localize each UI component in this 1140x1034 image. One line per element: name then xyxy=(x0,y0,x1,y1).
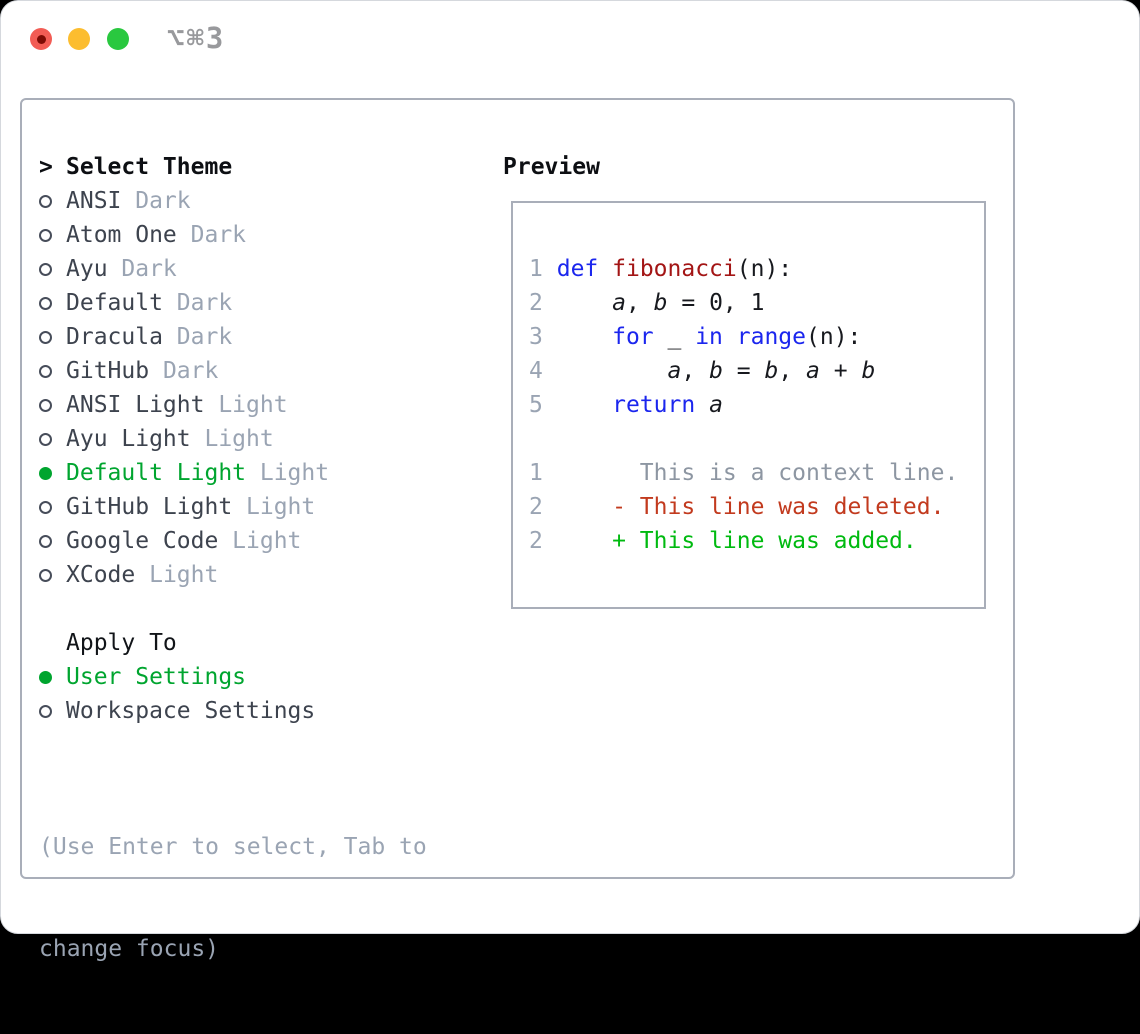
apply-to-title: Apply To xyxy=(66,630,177,656)
minimize-button[interactable] xyxy=(68,28,90,50)
radio-icon xyxy=(39,262,66,276)
theme-name: ANSI Light xyxy=(66,392,205,418)
close-button[interactable] xyxy=(30,28,52,50)
radio-icon xyxy=(39,568,66,582)
theme-variant: Light xyxy=(232,528,302,554)
radio-icon xyxy=(39,432,66,446)
theme-option-default-light[interactable]: Default Light Light xyxy=(39,456,489,490)
theme-option-github-light[interactable]: GitHub Light Light xyxy=(39,490,489,524)
hint-line-2: change focus) xyxy=(39,936,220,962)
radio-icon xyxy=(39,398,66,412)
theme-option-ayu-light[interactable]: Ayu Light Light xyxy=(39,422,489,456)
theme-option-ayu[interactable]: Ayu Dark xyxy=(39,252,489,286)
hint-line-1: (Use Enter to select, Tab to xyxy=(39,834,427,860)
code-preview: 1 def fibonacci(n): 2 a, b = 0, 1 3 for _ … xyxy=(529,252,958,558)
theme-variant: Dark xyxy=(190,222,247,248)
theme-option-ansi[interactable]: ANSI Dark xyxy=(39,184,489,218)
select-theme-title: Select Theme xyxy=(66,154,233,180)
apply-option-user-settings[interactable]: User Settings xyxy=(39,660,489,694)
apply-option-label: Workspace Settings xyxy=(66,698,316,724)
theme-name: Default Light xyxy=(66,460,247,486)
select-theme-header: > Select Theme xyxy=(39,150,489,184)
apply-option-label: User Settings xyxy=(66,664,247,690)
theme-option-atom-one[interactable]: Atom One Dark xyxy=(39,218,489,252)
radio-selected-icon xyxy=(39,466,66,480)
preview-box: 1 def fibonacci(n): 2 a, b = 0, 1 3 for _ … xyxy=(511,201,986,609)
diff-line-ctx: 1 This is a context line. xyxy=(529,460,959,486)
theme-name: Dracula xyxy=(66,324,163,350)
code-line: 3 for _ in range(n): xyxy=(529,324,862,350)
code-line: 2 a, b = 0, 1 xyxy=(529,290,765,316)
radio-icon xyxy=(39,296,66,310)
theme-variant: Light xyxy=(246,494,316,520)
theme-name: Default xyxy=(66,290,163,316)
theme-option-github[interactable]: GitHub Dark xyxy=(39,354,489,388)
blank-line xyxy=(529,422,958,456)
zoom-button[interactable] xyxy=(107,28,129,50)
theme-option-default[interactable]: Default Dark xyxy=(39,286,489,320)
selection-cursor-icon: > xyxy=(39,154,53,180)
theme-variant: Light xyxy=(218,392,288,418)
theme-name: Ayu Light xyxy=(66,426,191,452)
close-dot-icon xyxy=(36,34,46,44)
theme-name: Atom One xyxy=(66,222,177,248)
theme-option-google-code[interactable]: Google Code Light xyxy=(39,524,489,558)
theme-name: ANSI xyxy=(66,188,122,214)
theme-variant: Light xyxy=(149,562,219,588)
hint-text: (Use Enter to select, Tab to change focu… xyxy=(39,762,499,1034)
theme-name: XCode xyxy=(66,562,136,588)
apply-to-header: Apply To xyxy=(39,626,489,660)
theme-option-ansi-light[interactable]: ANSI Light Light xyxy=(39,388,489,422)
theme-name: GitHub xyxy=(66,358,150,384)
preview-title: Preview xyxy=(503,154,600,180)
window-title: ⌥⌘3 xyxy=(167,21,226,55)
radio-icon xyxy=(39,534,66,548)
apply-option-workspace-settings[interactable]: Workspace Settings xyxy=(39,694,489,728)
theme-variant: Light xyxy=(204,426,274,452)
radio-icon xyxy=(39,228,66,242)
diff-line-del: 2 - This line was deleted. xyxy=(529,494,945,520)
radio-icon xyxy=(39,500,66,514)
radio-icon xyxy=(39,704,66,718)
theme-name: Ayu xyxy=(66,256,108,282)
diff-line-add: 2 + This line was added. xyxy=(529,528,917,554)
radio-icon xyxy=(39,330,66,344)
theme-variant: Light xyxy=(259,460,330,486)
theme-option-dracula[interactable]: Dracula Dark xyxy=(39,320,489,354)
code-line: 1 def fibonacci(n): xyxy=(529,256,793,282)
theme-variant: Dark xyxy=(176,324,233,350)
radio-icon xyxy=(39,194,66,208)
theme-option-xcode[interactable]: XCode Light xyxy=(39,558,489,592)
code-line: 4 a, b = b, a + b xyxy=(529,358,876,384)
code-line: 5 return a xyxy=(529,392,723,418)
theme-name: Google Code xyxy=(66,528,219,554)
radio-icon xyxy=(39,364,66,378)
theme-name: GitHub Light xyxy=(66,494,233,520)
theme-variant: Dark xyxy=(162,358,219,384)
radio-selected-icon xyxy=(39,670,66,684)
theme-variant: Dark xyxy=(135,188,191,214)
theme-variant: Dark xyxy=(176,290,233,316)
theme-variant: Dark xyxy=(121,256,177,282)
